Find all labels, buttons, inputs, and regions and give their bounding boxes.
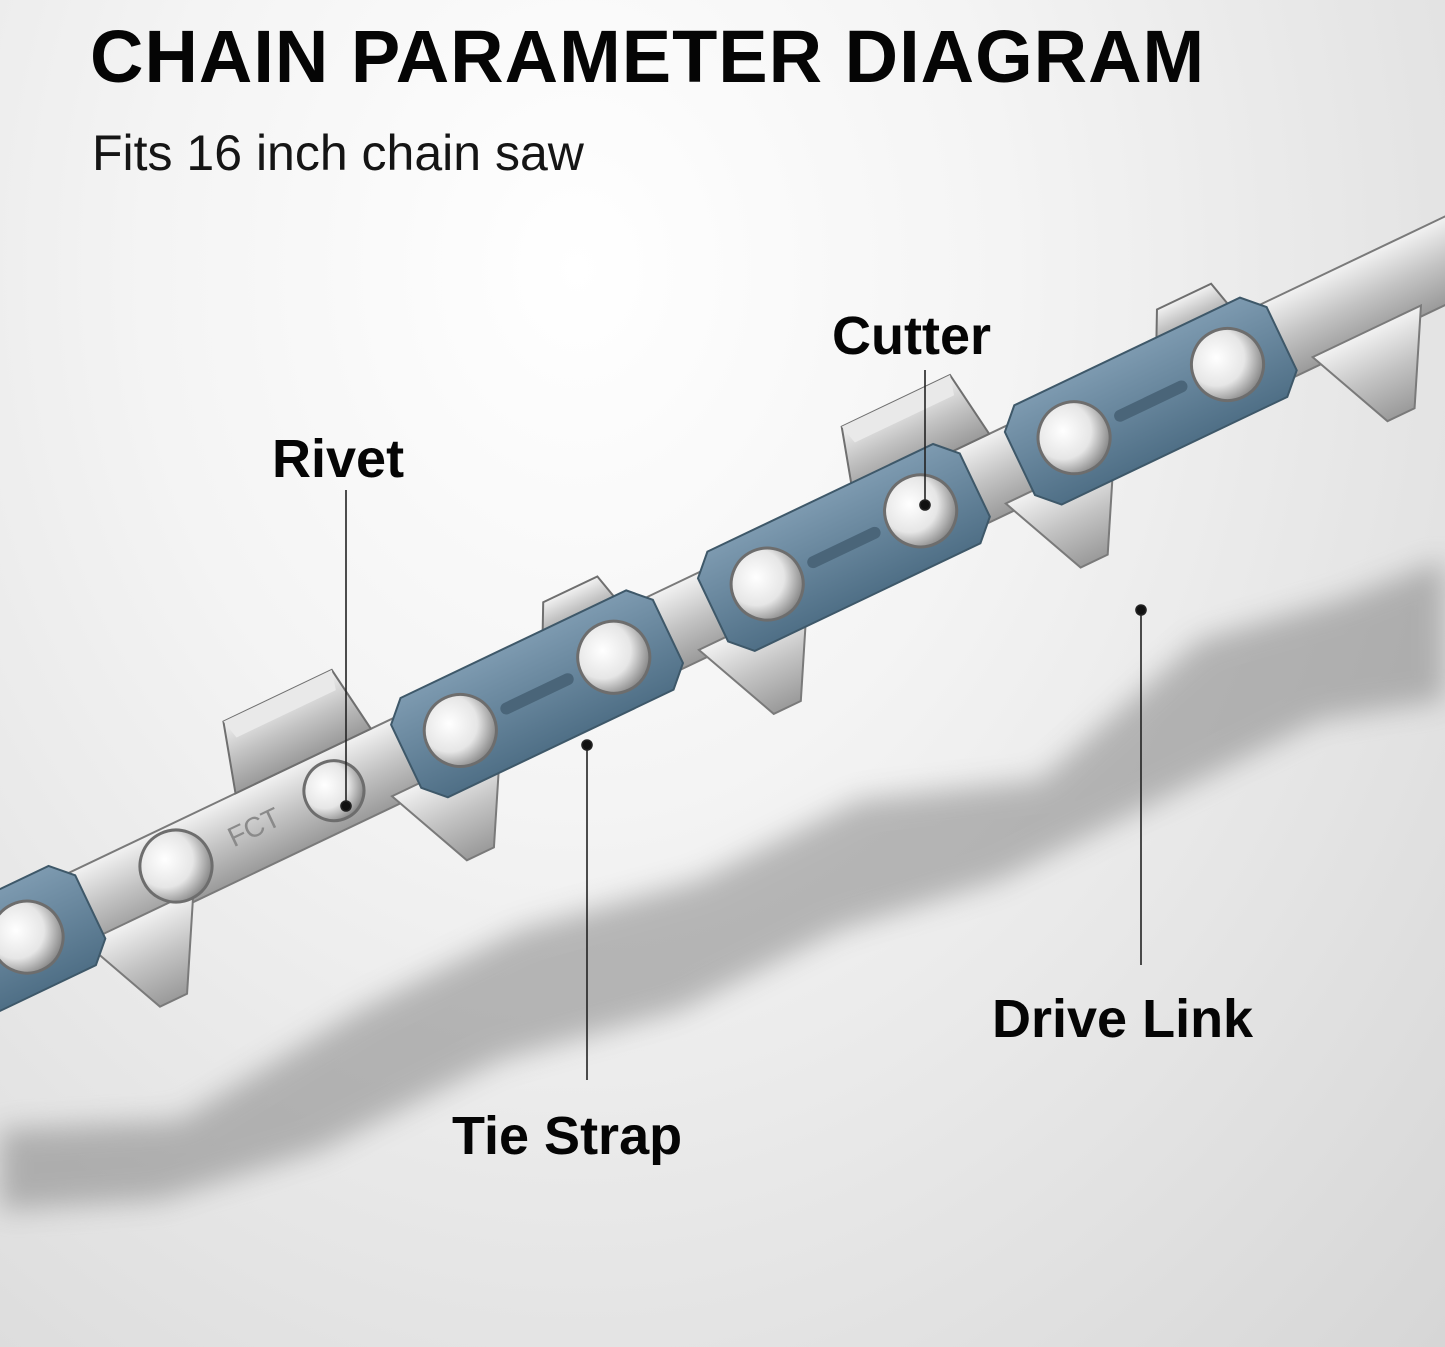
- tie-strap-label: Tie Strap: [452, 1106, 683, 1166]
- rivet-label: Rivet: [272, 429, 405, 489]
- tie-strap-leader-dot: [581, 739, 593, 751]
- chain-shadow: [0, 560, 1445, 1210]
- rivets: [0, 327, 1266, 975]
- rivet-leader-dot: [340, 800, 352, 812]
- cutter-label: Cutter: [832, 306, 991, 366]
- diagram-title: CHAIN PARAMETER DIAGRAM: [90, 15, 1206, 98]
- drive-link-label: Drive Link: [992, 989, 1254, 1049]
- diagram-subtitle: Fits 16 inch chain saw: [92, 125, 584, 181]
- cutter-leader-dot: [919, 499, 931, 511]
- saw-chain: FCT: [0, 208, 1445, 1027]
- drive-link-leader-dot: [1135, 604, 1147, 616]
- leader-lines: [340, 370, 1147, 1080]
